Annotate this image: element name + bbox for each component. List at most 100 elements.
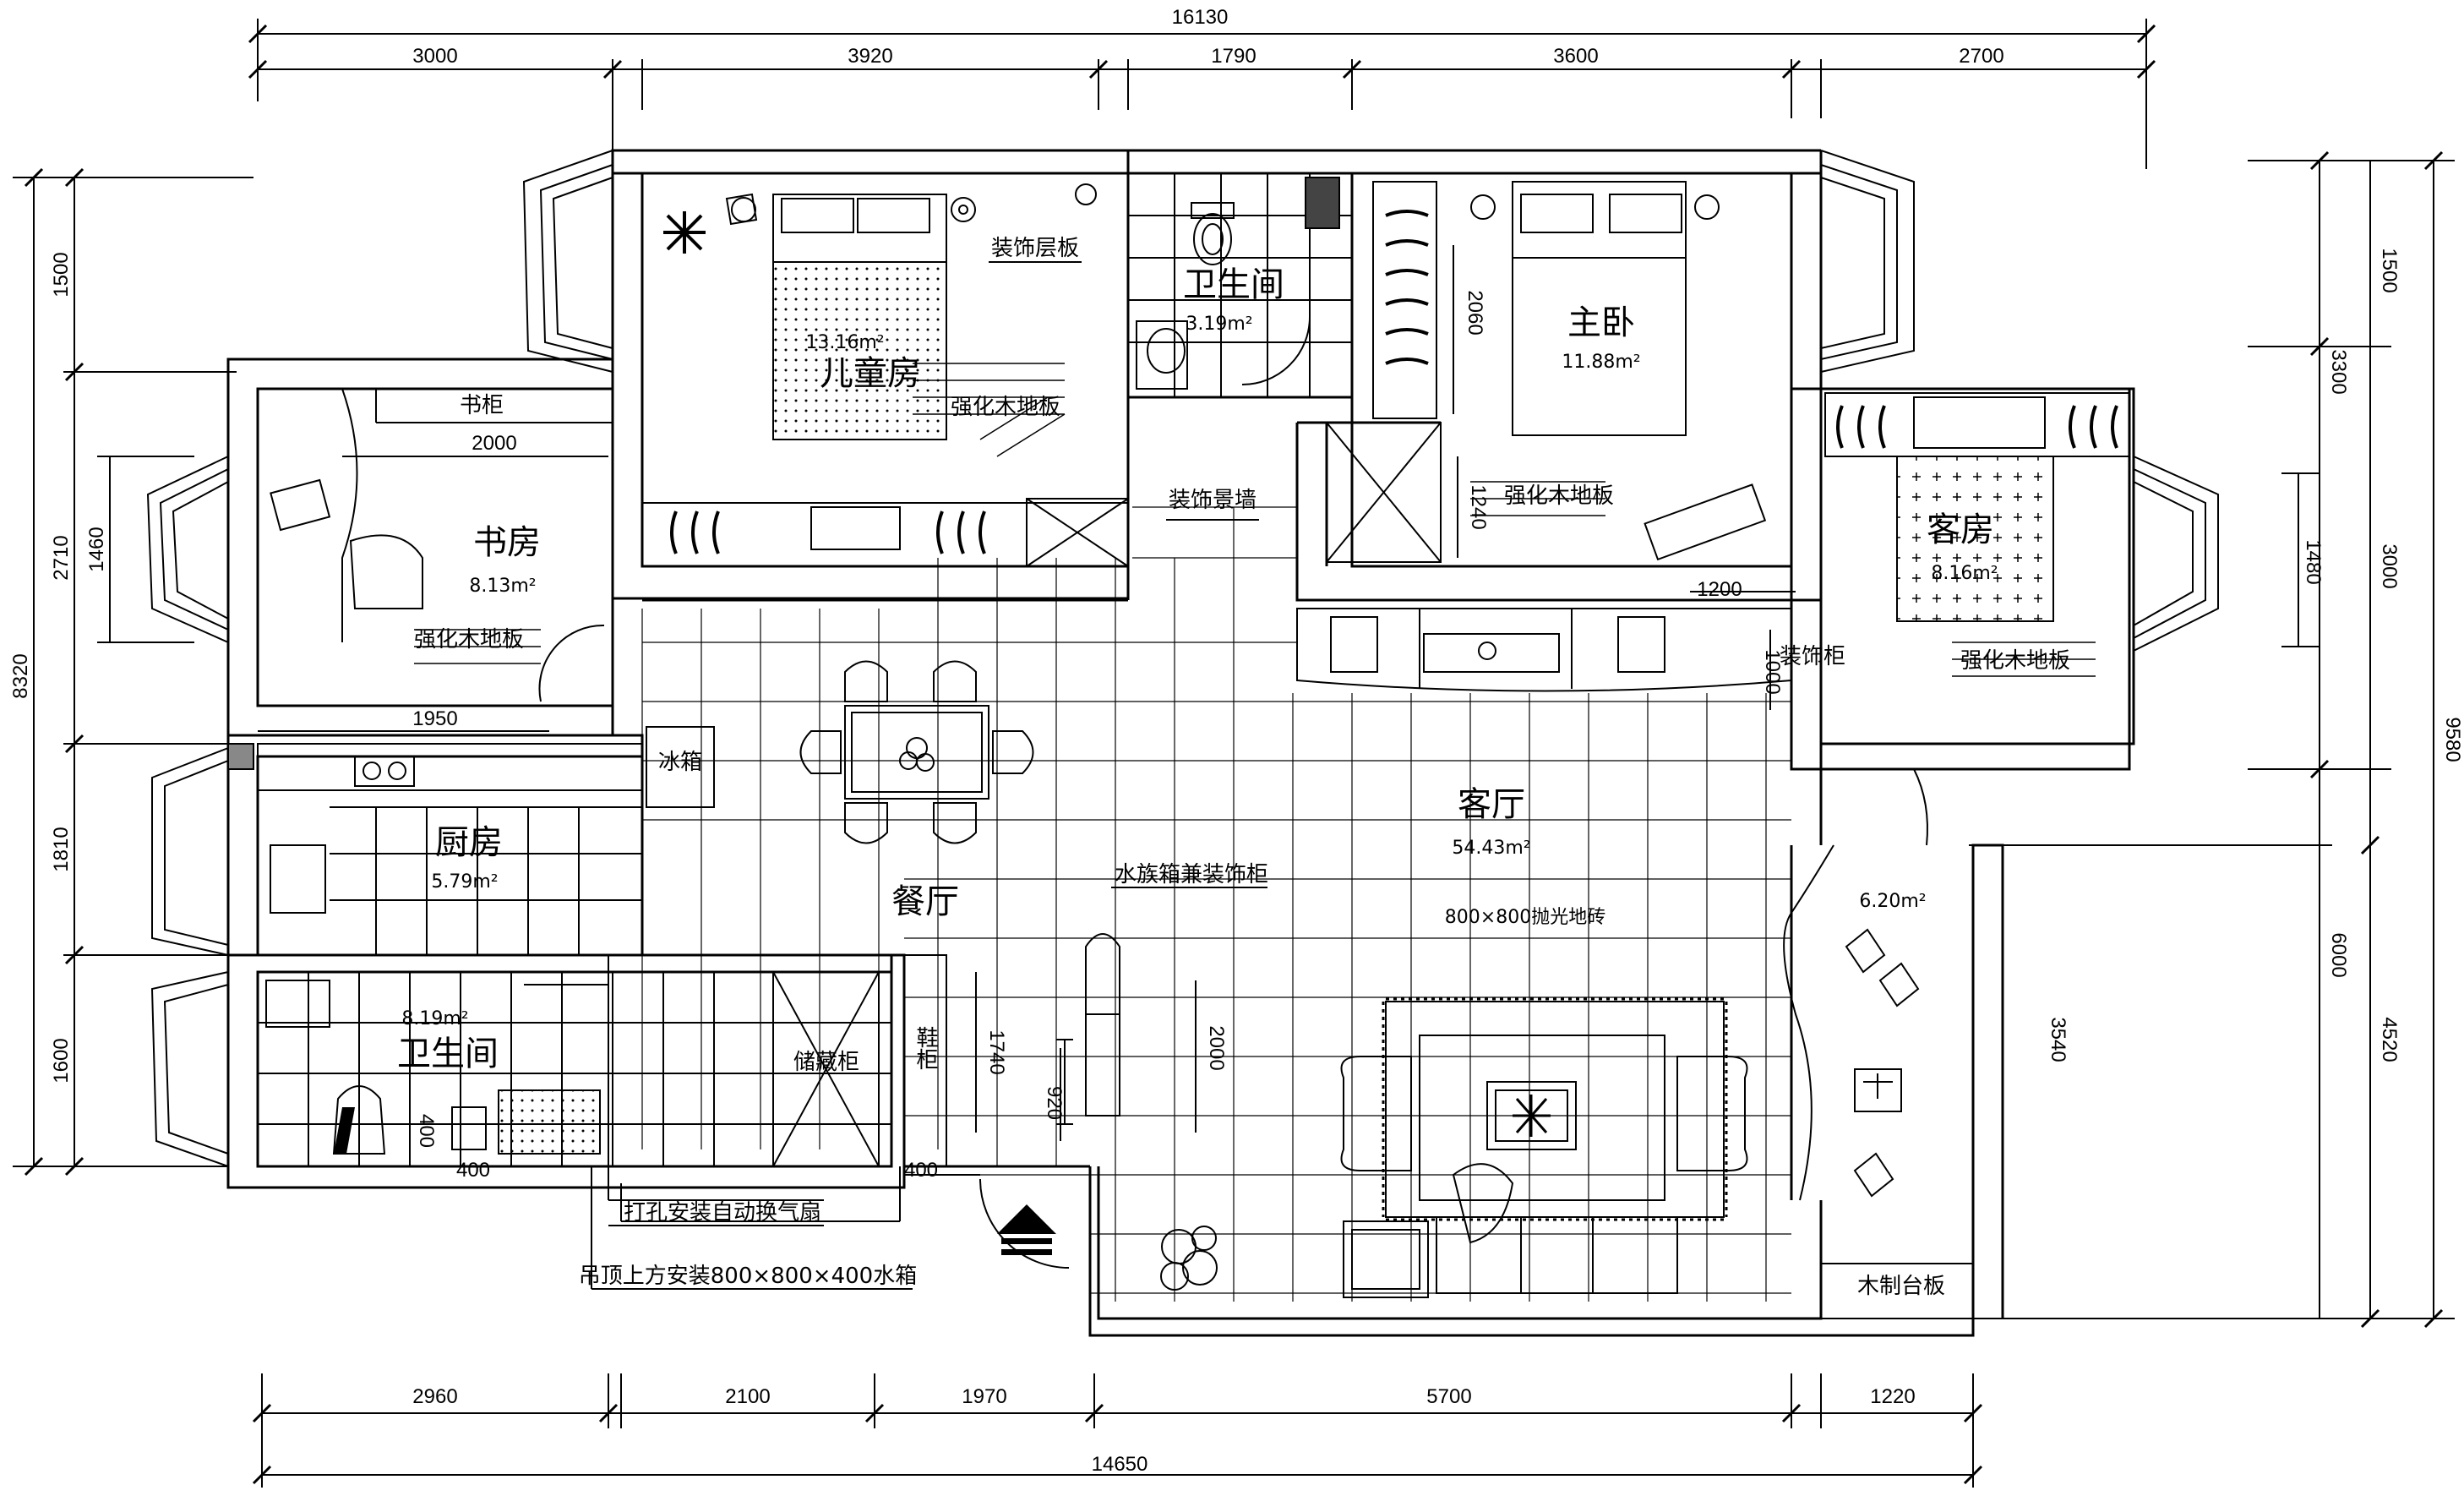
- label-tiles: 800×800抛光地砖: [1445, 907, 1605, 928]
- room-name-study: 书房: [473, 523, 541, 562]
- dim-bottom-4: 5700: [1426, 1385, 1471, 1408]
- counter-board: [1820, 1263, 1974, 1319]
- label-fan-note: 打孔安装自动换气扇: [624, 1200, 821, 1226]
- note-leaders: [591, 261, 1267, 1290]
- dim-left-total: 8320: [9, 653, 32, 698]
- dim-right-total: 9580: [2441, 717, 2464, 762]
- guest-floor-hatch: [1952, 642, 2096, 677]
- dimension-lines: [13, 19, 2455, 1488]
- dim-top-4: 3600: [1553, 45, 1598, 68]
- dim-right-2: 3300: [2327, 349, 2350, 394]
- balcony: [1783, 768, 1928, 1201]
- label-counter: 木制台板: [1857, 1274, 1945, 1299]
- dim-bottom-5: 1220: [1870, 1385, 1915, 1408]
- fridge: [646, 726, 715, 808]
- dim-inner-1240: 1240: [1467, 484, 1490, 529]
- room-name-bath-top: 卫生间: [1183, 265, 1284, 304]
- label-floor-kids: 强化木地板: [951, 395, 1060, 420]
- aquarium-cabinet: [1056, 933, 1120, 1125]
- dim-top-3: 1790: [1211, 45, 1256, 68]
- dim-right-6: 4520: [2378, 1017, 2401, 1062]
- shoe-cabinet: [903, 954, 980, 1176]
- label-floor-master: 强化木地板: [1504, 483, 1614, 509]
- dim-right-1: 1500: [2378, 248, 2401, 292]
- dimension-ticks: [24, 24, 2444, 1485]
- dim-bottom-1: 2960: [412, 1385, 457, 1408]
- label-tank-note: 吊顶上方安装800×800×400水箱: [579, 1264, 917, 1289]
- dim-left-1: 1500: [50, 252, 73, 297]
- dim-inner-400b: 400: [456, 1159, 490, 1182]
- study-floor-hatch: [414, 629, 541, 664]
- room-area-master: 11.88m²: [1562, 352, 1640, 373]
- tv-cabinet: [1296, 608, 1792, 692]
- rug-fringe: [1382, 997, 1728, 1221]
- guest-room-furniture: [1824, 392, 2130, 622]
- room-name-living: 客厅: [1458, 785, 1525, 824]
- room-area-guest: 8.16m²: [1931, 563, 1998, 584]
- ceiling-fan-icon: [663, 211, 706, 254]
- bay-windows: [146, 150, 2219, 1167]
- dim-inner-400c: 400: [904, 1159, 938, 1182]
- master-bedroom-furniture: [1326, 181, 1767, 563]
- label-deco-shelf: 装饰层板: [991, 236, 1079, 261]
- label-floor-guest: 强化木地板: [1960, 648, 2070, 674]
- dim-right-5: 6000: [2327, 932, 2350, 977]
- room-name-kids: 儿童房: [820, 354, 921, 393]
- top-bath-fixtures: [1128, 173, 1352, 397]
- room-area-kids: 13.16m²: [805, 332, 884, 353]
- dim-bottom-total: 14650: [1092, 1453, 1148, 1476]
- kitchen-fixtures: [227, 743, 643, 955]
- room-area-balcony: 6.20m²: [1859, 891, 1926, 912]
- label-deco-cabinet: 装饰柜: [1780, 644, 1845, 669]
- room-name-master: 主卧: [1567, 303, 1635, 342]
- label-deco-wall: 装饰景墙: [1169, 488, 1257, 513]
- dim-right-3: 3000: [2378, 543, 2401, 588]
- room-area-bath-bottom: 8.19m²: [401, 1008, 468, 1029]
- kids-room-furniture: [642, 183, 1129, 567]
- dim-left-4: 1810: [50, 827, 73, 871]
- kids-floor-hatch: [913, 363, 1066, 457]
- sofa-area: [1340, 1001, 1748, 1298]
- master-floor-hatch: [1470, 481, 1605, 516]
- room-area-kitchen: 5.79m²: [431, 871, 498, 893]
- dim-top-2: 3920: [848, 45, 892, 68]
- label-fridge: 冰箱: [658, 750, 702, 775]
- dim-inner-2060: 2060: [1464, 290, 1486, 335]
- label-storage: 储藏柜: [793, 1050, 859, 1075]
- entrance-arrow-icon: [979, 1178, 1070, 1269]
- room-name-dining: 餐厅: [891, 882, 959, 921]
- dim-top-total: 16130: [1172, 6, 1229, 29]
- dim-left-3: 1460: [85, 527, 108, 571]
- dim-right-4: 1480: [2302, 539, 2325, 584]
- label-aquarium: 水族箱兼装饰柜: [1115, 862, 1268, 887]
- room-name-guest: 客房: [1927, 510, 1994, 549]
- plant-icons: [1160, 1226, 1218, 1291]
- master-closet-marks: [1385, 210, 1429, 365]
- dim-bottom-3: 1970: [962, 1385, 1006, 1408]
- room-area-living: 54.43m²: [1452, 838, 1530, 859]
- coffee-table-plant-icon: [1513, 1095, 1551, 1137]
- dim-inner-400a: 400: [415, 1114, 438, 1148]
- dim-right-7: 3540: [2047, 1017, 2069, 1062]
- dim-inner-1740: 1740: [985, 1029, 1008, 1074]
- guest-closet-marks: [1836, 405, 2118, 449]
- walls: [226, 149, 2135, 1337]
- dim-inner-1200: 1200: [1697, 578, 1742, 601]
- dim-inner-1000: 1000: [1761, 649, 1784, 694]
- dim-top-1: 3000: [412, 45, 457, 68]
- label-bookcase: 书柜: [460, 393, 504, 418]
- room-area-bath-top: 3.19m²: [1186, 314, 1252, 335]
- room-area-study: 8.13m²: [469, 576, 536, 597]
- room-name-kitchen: 厨房: [435, 823, 503, 862]
- label-floor-study: 强化木地板: [414, 627, 524, 652]
- label-shoe: 鞋柜: [913, 1026, 938, 1070]
- dim-bottom-2: 2100: [725, 1385, 770, 1408]
- dining-table: [799, 660, 1034, 844]
- room-name-bath-bottom: 卫生间: [397, 1035, 499, 1073]
- dim-inner-2000b: 2000: [1205, 1025, 1228, 1070]
- dim-inner-920: 920: [1043, 1086, 1066, 1120]
- bottom-bath-fixtures: [258, 955, 905, 1222]
- dim-inner-2000a: 2000: [472, 432, 516, 455]
- dim-top-5: 2700: [1959, 45, 2003, 68]
